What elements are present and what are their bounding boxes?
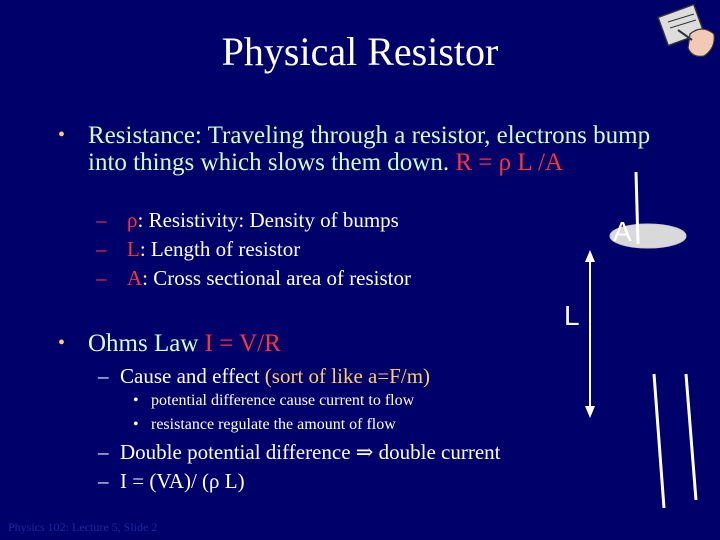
sub-dash: – xyxy=(98,364,109,388)
bullet-ohms-law: • Ohms Law I = V/R xyxy=(58,330,281,358)
resistor-edge-far xyxy=(684,373,698,501)
diagram-label-area: A xyxy=(613,216,632,247)
point-dot: • xyxy=(133,392,139,409)
point-dot: • xyxy=(133,416,139,433)
arrow-head-bottom xyxy=(585,406,595,418)
arrow-head-top xyxy=(585,250,595,262)
length-description: : Length of resistor xyxy=(139,237,301,261)
ohms-law-text: Ohms Law xyxy=(88,330,205,357)
resistance-formula: R = ρ L /A xyxy=(455,149,563,176)
current-formula-text: I = (VA)/ (ρ L) xyxy=(120,469,245,493)
area-symbol: A xyxy=(127,266,143,290)
length-symbol: L xyxy=(127,237,140,261)
resistance-text: Resistance: Traveling through a resistor… xyxy=(88,122,651,176)
sub-dash: – xyxy=(96,266,107,290)
cause-effect-text: Cause and effect xyxy=(120,364,265,388)
sub-dash: – xyxy=(96,237,107,261)
hand-writing-logo-icon xyxy=(657,4,715,57)
sub-dash: – xyxy=(98,440,109,464)
cause-effect-analogy: (sort of like a=F/m) xyxy=(264,364,431,388)
bullet-marker: • xyxy=(58,332,66,354)
slide-footer: Physics 102: Lecture 5, Slide 2 xyxy=(8,520,158,534)
bullet-resistance: • Resistance: Traveling through a resist… xyxy=(58,122,662,176)
diagram-label-length: L xyxy=(564,300,580,331)
resistor-edge-left xyxy=(634,171,640,245)
rho-symbol: ρ xyxy=(127,208,138,232)
ohms-law-formula: I = V/R xyxy=(204,330,281,357)
sub-dash: – xyxy=(96,208,107,232)
double-text: Double potential difference ⇒ double cur… xyxy=(120,440,501,464)
point-text: resistance regulate the amount of flow xyxy=(151,416,396,433)
bullet-marker: • xyxy=(58,124,66,146)
area-description: : Cross sectional area of resistor xyxy=(142,266,412,290)
slide-title: Physical Resistor xyxy=(221,29,499,74)
point-text: potential difference cause current to fl… xyxy=(151,392,415,409)
rho-description: : Resistivity: Density of bumps xyxy=(137,208,399,232)
resistor-edge-right xyxy=(652,373,666,509)
sub-dash: – xyxy=(98,469,109,493)
